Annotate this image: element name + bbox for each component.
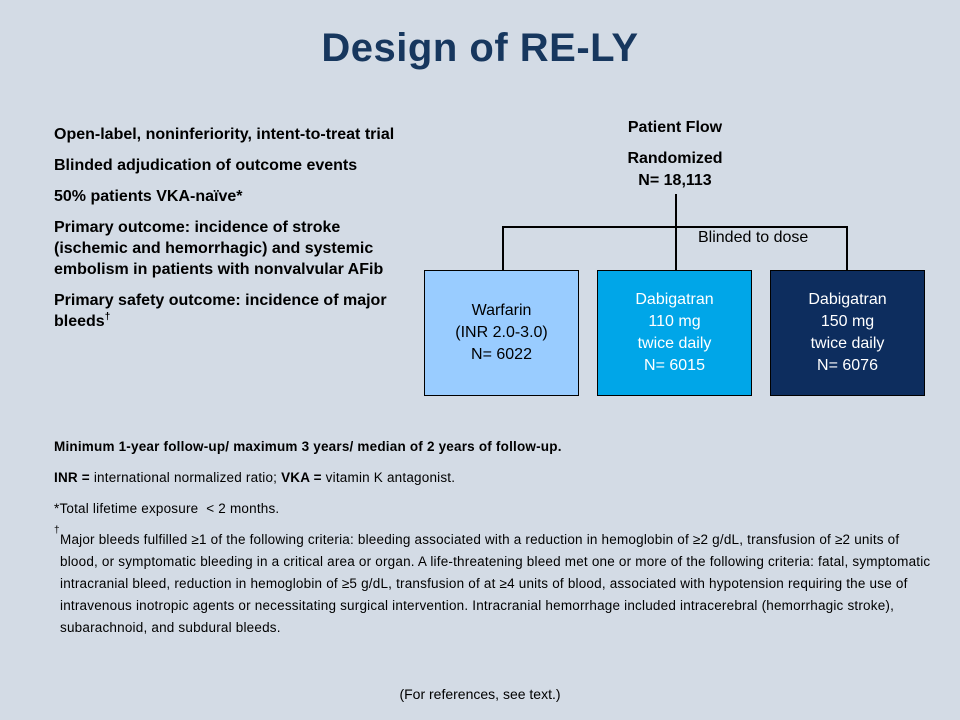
followup-note: Minimum 1-year follow-up/ maximum 3 year… — [54, 439, 562, 454]
arm-line: 110 mg — [648, 313, 701, 330]
arm-line: Dabigatran — [635, 291, 714, 308]
randomized-count: N= 18,113 — [638, 172, 712, 189]
arm-line: N= 6015 — [644, 357, 705, 374]
footnotes: Minimum 1-year follow-up/ maximum 3 year… — [54, 436, 934, 648]
randomized-label: Randomized — [627, 150, 723, 167]
bullet-text: Primary outcome: incidence of stroke (is… — [54, 219, 384, 278]
bullet-text: Open-label, noninferiority, intent-to-tr… — [54, 126, 395, 143]
abbrev-term: INR = — [54, 470, 90, 485]
connector-vertical-main — [675, 194, 677, 228]
bullet-item: Primary safety outcome: incidence of maj… — [54, 290, 404, 332]
exposure-note: *Total lifetime exposure < 2 months. — [54, 501, 280, 516]
connector-drop-warfarin — [502, 226, 504, 270]
reference-note: (For references, see text.) — [399, 686, 561, 702]
arm-dabigatran-150: Dabigatran 150 mg twice daily N= 6076 — [770, 270, 925, 396]
arm-dabigatran-110: Dabigatran 110 mg twice daily N= 6015 — [597, 270, 752, 396]
patient-flow-header: Patient Flow — [627, 119, 723, 136]
arm-line: twice daily — [810, 335, 885, 352]
dagger-marker: † — [54, 525, 60, 536]
connector-drop-dabigatran-150 — [846, 226, 848, 270]
abbrev-definition: vitamin K antagonist. — [321, 470, 456, 485]
arm-warfarin: Warfarin (INR 2.0-3.0) N= 6022 — [424, 270, 579, 396]
bullet-text: Primary safety outcome: incidence of maj… — [54, 292, 387, 330]
bullet-list: Open-label, noninferiority, intent-to-tr… — [54, 124, 404, 342]
bullet-text: Blinded adjudication of outcome events — [54, 157, 358, 174]
arm-line: Dabigatran — [808, 291, 887, 308]
bullet-item: Open-label, noninferiority, intent-to-tr… — [54, 124, 404, 145]
major-bleeds-text: Major bleeds fulfilled ≥1 of the followi… — [60, 532, 931, 635]
slide-title: Design of RE-LY — [321, 26, 639, 70]
arm-line: N= 6076 — [817, 357, 878, 374]
arm-line: (INR 2.0-3.0) — [455, 324, 548, 341]
connector-drop-dabigatran-110 — [675, 226, 677, 270]
arm-line: Warfarin — [471, 302, 532, 319]
bullet-text: 50% patients VKA-naïve* — [54, 188, 243, 205]
major-bleeds-note: †Major bleeds fulfilled ≥1 of the follow… — [54, 525, 934, 639]
abbrev-definition: international normalized ratio; — [89, 470, 282, 485]
arm-line: 150 mg — [820, 313, 875, 330]
dagger-marker: † — [104, 311, 111, 323]
blinded-to-dose-label: Blinded to dose — [696, 229, 811, 247]
arm-line: N= 6022 — [471, 346, 532, 363]
abbreviations-note: INR = international normalized ratio; VK… — [54, 467, 934, 489]
bullet-item: Primary outcome: incidence of stroke (is… — [54, 217, 404, 280]
abbrev-term: VKA = — [281, 470, 322, 485]
bullet-item: 50% patients VKA-naïve* — [54, 186, 404, 207]
bullet-item: Blinded adjudication of outcome events — [54, 155, 404, 176]
arm-line: twice daily — [637, 335, 712, 352]
